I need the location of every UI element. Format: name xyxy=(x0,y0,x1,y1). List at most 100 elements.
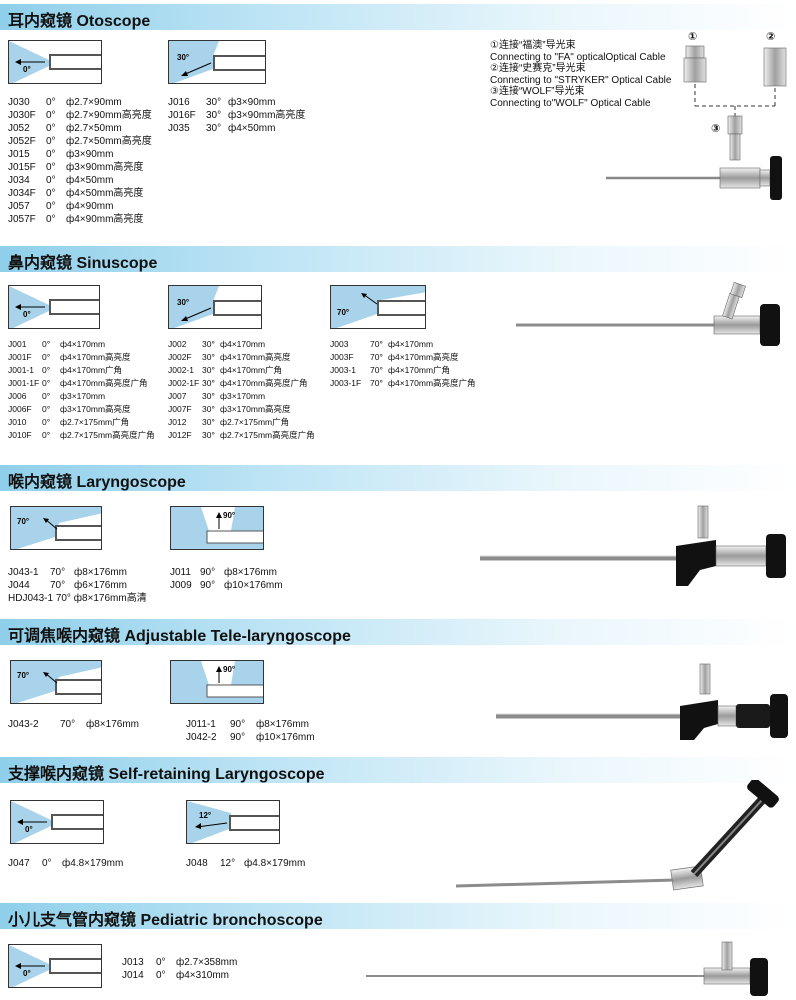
view-angle-diagram-70: 70° xyxy=(330,285,426,329)
self-retaining-laryngoscope-illustration xyxy=(455,780,779,891)
view-angle-diagram-70: 70° xyxy=(10,660,102,704)
section-title: 支撑喉内窥镜 Self-retaining Laryngoscope xyxy=(8,766,325,783)
angle-label: 70° xyxy=(337,308,350,317)
view-angle-diagram-0: 0° xyxy=(8,285,100,329)
cable-notes: ①连接“福澳”导光束 Connecting to "FA" opticalOpt… xyxy=(490,40,672,109)
section-header-otoscope: 耳内窥镜 Otoscope xyxy=(0,4,796,30)
section-header-adjustable-tele-laryngoscope: 可调焦喉内窥镜 Adjustable Tele-laryngoscope xyxy=(0,619,796,645)
view-angle-diagram-0: 0° xyxy=(8,944,102,988)
adapter-tag-1: ① xyxy=(688,31,698,43)
adapter-tag-2: ② xyxy=(766,31,776,43)
laryngoscope-illustration xyxy=(480,505,786,586)
angle-label: 12° xyxy=(199,811,212,820)
view-angle-diagram-0: 0° xyxy=(10,800,104,844)
angle-label: 70° xyxy=(17,671,30,680)
view-angle-diagram-12: 12° xyxy=(186,800,280,844)
view-angle-diagram-70: 70° xyxy=(10,506,102,550)
angle-label: 90° xyxy=(223,665,236,674)
pediatric-bronchoscope-illustration xyxy=(366,941,768,996)
view-angle-diagram-90: 90° xyxy=(170,506,264,550)
adapter-tag-3: ③ xyxy=(711,123,721,135)
section-title: 耳内窥镜 Otoscope xyxy=(8,13,151,30)
section-header-self-retaining-laryngoscope: 支撑喉内窥镜 Self-retaining Laryngoscope xyxy=(0,757,796,783)
section-title: 可调焦喉内窥镜 Adjustable Tele-laryngoscope xyxy=(8,628,351,645)
section-header-sinuscope: 鼻内窥镜 Sinuscope xyxy=(0,246,796,272)
angle-label: 90° xyxy=(223,511,236,520)
angle-label: 70° xyxy=(17,517,30,526)
section-header-pediatric-bronchoscope: 小儿支气管内窥镜 Pediatric bronchoscope xyxy=(0,903,796,929)
angle-label: 0° xyxy=(23,310,31,319)
adjustable-laryngoscope-illustration xyxy=(496,663,788,740)
section-title: 小儿支气管内窥镜 Pediatric bronchoscope xyxy=(8,912,323,929)
angle-label: 30° xyxy=(177,53,190,62)
view-angle-diagram-30: 30° xyxy=(168,285,262,329)
sinuscope-illustration xyxy=(516,282,780,346)
angle-label: 0° xyxy=(23,969,31,978)
section-title: 鼻内窥镜 Sinuscope xyxy=(8,255,158,272)
angle-label: 0° xyxy=(25,825,33,834)
view-angle-diagram-90: 90° xyxy=(170,660,264,704)
section-title: 喉内窥镜 Laryngoscope xyxy=(8,474,186,491)
spec-row: HDJ043-1 70° ф8×176mm高清 xyxy=(8,593,147,604)
view-angle-diagram-30: 30° xyxy=(168,40,266,84)
angle-label: 30° xyxy=(177,298,190,307)
section-header-laryngoscope: 喉内窥镜 Laryngoscope xyxy=(0,465,796,491)
view-angle-diagram-0: 0° xyxy=(8,40,102,84)
otoscope-adapter-illustration xyxy=(606,45,787,200)
